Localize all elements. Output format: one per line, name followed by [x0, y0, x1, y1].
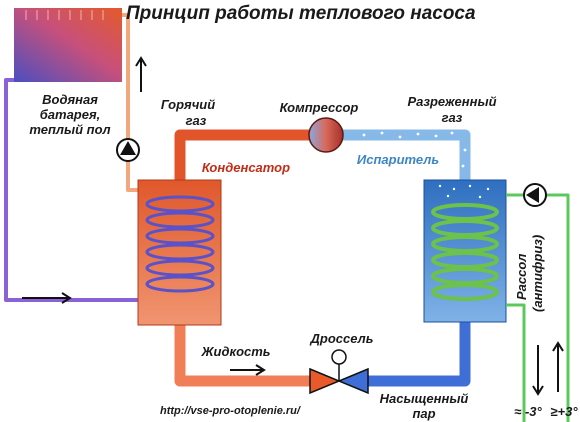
hot-gas-label: Горячий газ [161, 97, 215, 128]
heating-circuit [4, 13, 140, 302]
rarefied-gas-label-line-2: газ [442, 110, 463, 125]
radiator-label: Водяная батарея, теплый пол [29, 92, 110, 137]
flow-arrows [22, 56, 564, 396]
condenser-label: Конденсатор [202, 160, 290, 175]
hot-gas-label-line-2: газ [186, 113, 207, 128]
rarefied-gas-label-line-1: Разреженный [407, 94, 496, 109]
liquid-label: Жидкость [200, 344, 270, 359]
compressor-label: Компрессор [280, 100, 359, 115]
hot-gas-label-line-1: Горячий [161, 97, 215, 112]
pump-icon [116, 138, 140, 162]
brine-label-line-1: Рассол [514, 254, 529, 300]
gas-bubbles [362, 131, 467, 168]
condenser [137, 179, 222, 326]
throttle-label: Дроссель [310, 331, 374, 346]
compressor-icon [308, 117, 344, 153]
source-url: http://vse-pro-otoplenie.ru/ [160, 405, 302, 417]
evaporator [423, 179, 507, 323]
radiator-label-line-1: Водяная [42, 92, 98, 107]
rarefied-gas-label: Разреженный газ [407, 94, 496, 125]
brine-label-line-2: (антифриз) [530, 235, 545, 312]
evaporator-label: Испаритель [357, 152, 439, 167]
radiator-label-line-3: теплый пол [29, 122, 110, 137]
refrigerant-loop [174, 129, 471, 387]
saturated-steam-label-line-2: пар [412, 406, 435, 421]
radiator-label-line-2: батарея, [40, 107, 101, 122]
brine-in-temperature: ≥+3° [550, 404, 578, 419]
saturated-steam-label-line-1: Насыщенный [380, 391, 469, 406]
brine-out-temperature: ≈ -3° [514, 404, 542, 419]
brine-label: Рассол (антифриз) [514, 235, 545, 312]
radiator [14, 8, 122, 82]
throttle-valve-icon [309, 349, 369, 395]
diagram-title: Принцип работы теплового насоса [126, 3, 476, 24]
saturated-steam-label: Насыщенный пар [380, 391, 469, 421]
brine-pump-icon [523, 183, 547, 207]
